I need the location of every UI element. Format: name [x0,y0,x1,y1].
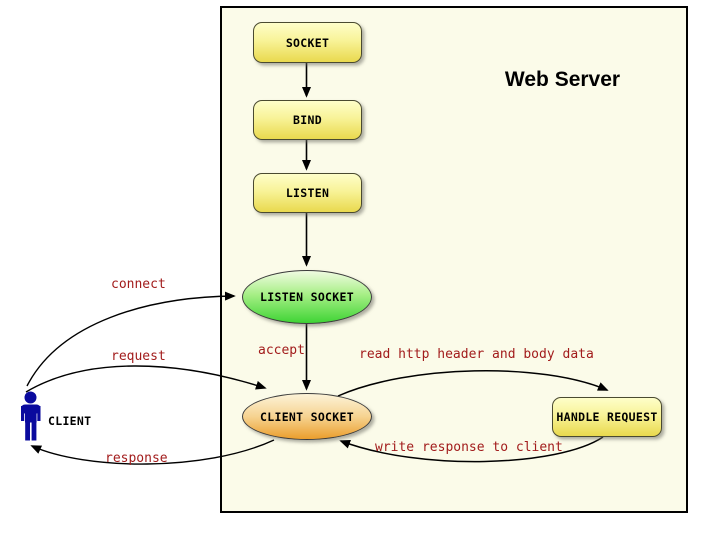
edge-label-read-http: read http header and body data [359,347,594,362]
node-client-socket-label: CLIENT SOCKET [260,409,354,424]
node-listen: LISTEN [253,173,362,213]
edge-label-request: request [111,349,166,364]
node-handle-request-label: HANDLE REQUEST [556,410,658,424]
web-server-title: Web Server [504,68,621,91]
edge-label-connect: connect [111,277,166,292]
arrow-connect [26,291,236,387]
node-handle-request: HANDLE REQUEST [552,397,662,437]
node-listen-label: LISTEN [285,186,330,200]
node-socket: SOCKET [253,22,362,63]
client-person-icon [21,391,41,441]
edge-label-response: response [105,451,168,466]
arrow-write-response [339,436,604,463]
arrow-request [25,365,267,393]
node-bind: BIND [253,100,362,140]
arrow-read-http [337,370,609,397]
node-socket-label: SOCKET [285,35,330,50]
edge-label-write-response: write response to client [375,440,563,455]
node-bind-label: BIND [293,113,322,127]
node-client-socket: CLIENT SOCKET [242,393,372,440]
arrow-response [30,439,275,465]
node-listen-socket-label: LISTEN SOCKET [260,290,354,304]
edge-label-accept: accept [258,343,305,358]
client-label: CLIENT [48,414,92,428]
node-listen-socket: LISTEN SOCKET [242,270,372,324]
